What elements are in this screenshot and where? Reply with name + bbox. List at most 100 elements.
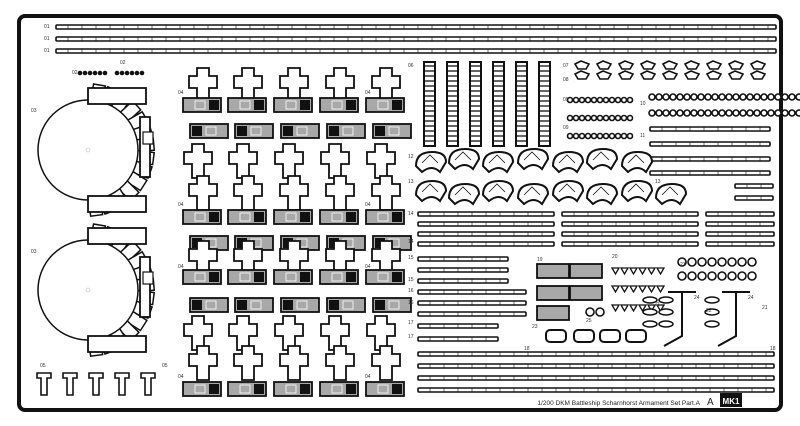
part-11-bar bbox=[734, 195, 774, 201]
part-label: 24 bbox=[694, 295, 700, 301]
part-10-chain bbox=[648, 93, 656, 101]
part-04-block-dark bbox=[392, 272, 402, 282]
part-09-chain bbox=[602, 96, 610, 104]
part-03-gear bbox=[37, 83, 156, 218]
part-label: 17 bbox=[408, 320, 414, 326]
part-04-block-grid bbox=[285, 100, 297, 110]
part-09-chain bbox=[596, 114, 604, 122]
part-12-shield-detail bbox=[627, 154, 645, 164]
part-20-bracket bbox=[619, 285, 630, 294]
part-18-rail bbox=[417, 387, 775, 393]
part-10-chain bbox=[648, 109, 656, 117]
part-letter: A bbox=[707, 397, 714, 408]
part-10-chain bbox=[655, 93, 663, 101]
part-09-chain bbox=[566, 114, 574, 122]
part-04-block-dark bbox=[254, 212, 264, 222]
part-label: 13 bbox=[408, 179, 414, 185]
part-12-shield bbox=[551, 150, 585, 174]
part-04-block-dark bbox=[300, 272, 310, 282]
part-20-bracket bbox=[610, 285, 621, 294]
part-04-block-dark bbox=[237, 126, 247, 136]
part-10-chain bbox=[711, 109, 719, 117]
part-20-bracket bbox=[610, 267, 621, 276]
part-12-shield bbox=[585, 182, 619, 206]
part-09-chain bbox=[614, 132, 622, 140]
part-04-block-grid bbox=[377, 384, 389, 394]
part-label: 19 bbox=[537, 257, 543, 263]
part-label: 15 bbox=[408, 255, 414, 261]
part-21-loop bbox=[677, 257, 687, 267]
part-20-bracket bbox=[628, 267, 639, 276]
part-06-ladder bbox=[423, 61, 436, 147]
part-label: 11 bbox=[640, 133, 645, 139]
part-12-shield-detail bbox=[558, 154, 576, 164]
part-09-chain bbox=[590, 96, 598, 104]
part-09-chain bbox=[578, 114, 586, 122]
part-04-block-grid bbox=[285, 212, 297, 222]
part-21-loop bbox=[697, 257, 707, 267]
part-04-block-dark bbox=[375, 300, 385, 310]
part-label: 02 bbox=[120, 60, 126, 66]
part-04-block-dark bbox=[392, 100, 402, 110]
part-09-chain bbox=[584, 132, 592, 140]
part-04-block-grid bbox=[342, 300, 354, 310]
part-10-chain bbox=[669, 93, 677, 101]
part-12-shield-detail bbox=[558, 183, 576, 193]
part-06-ladder bbox=[538, 61, 551, 147]
part-07-piece bbox=[595, 70, 613, 80]
part-10-chain bbox=[697, 93, 705, 101]
part-21-loop bbox=[687, 257, 697, 267]
part-12-shield bbox=[551, 179, 585, 203]
part-15-rail bbox=[417, 278, 509, 284]
part-10-chain bbox=[753, 109, 761, 117]
part-01-rail bbox=[55, 48, 777, 54]
part-label: 22 bbox=[706, 308, 712, 314]
part-02-bead bbox=[134, 70, 140, 76]
part-07-piece bbox=[573, 70, 591, 80]
part-09-chain bbox=[602, 132, 610, 140]
part-22-oval bbox=[642, 308, 658, 316]
part-12-shield bbox=[585, 147, 619, 171]
part-04-block-grid bbox=[342, 126, 354, 136]
part-03-gear-center bbox=[85, 147, 91, 153]
part-02-bead bbox=[139, 70, 145, 76]
part-12-shield-detail bbox=[488, 154, 506, 164]
part-10-chain bbox=[690, 93, 698, 101]
part-09-chain bbox=[626, 132, 634, 140]
part-label: 05 bbox=[162, 363, 168, 369]
part-label: 04 bbox=[365, 374, 371, 380]
part-03-gear-arm bbox=[87, 195, 147, 213]
part-07-piece bbox=[749, 70, 767, 80]
part-04-block-dark bbox=[254, 100, 264, 110]
part-12-shield bbox=[654, 182, 688, 206]
part-03-gear-bar bbox=[139, 116, 151, 178]
part-04-block-dark bbox=[254, 272, 264, 282]
part-label: 01 bbox=[44, 24, 50, 30]
part-05-tee bbox=[36, 372, 52, 396]
part-04-block-dark bbox=[375, 126, 385, 136]
part-04-block-grid bbox=[239, 100, 251, 110]
part-20-bracket bbox=[655, 267, 666, 276]
part-21-loop bbox=[707, 257, 717, 267]
part-02-bead bbox=[114, 70, 120, 76]
part-label: 14 bbox=[408, 211, 414, 217]
part-label: 04 bbox=[365, 264, 371, 270]
part-04-block-dark bbox=[300, 212, 310, 222]
part-12-shield-detail bbox=[523, 186, 541, 196]
part-12-shield bbox=[620, 179, 654, 203]
part-05-tee bbox=[88, 372, 104, 396]
part-20-bracket bbox=[646, 304, 657, 313]
part-10-chain bbox=[746, 109, 754, 117]
part-04-block-grid bbox=[331, 272, 343, 282]
part-21-loop bbox=[707, 271, 717, 281]
part-label: 03 bbox=[31, 108, 37, 114]
part-04-cross bbox=[279, 345, 309, 381]
part-03-gear-tab bbox=[142, 271, 154, 285]
part-10-chain bbox=[655, 109, 663, 117]
part-03-gear-disc bbox=[37, 239, 139, 341]
part-02-bead bbox=[87, 70, 93, 76]
part-09-chain bbox=[566, 132, 574, 140]
part-10-chain bbox=[725, 109, 733, 117]
part-label: 17 bbox=[408, 334, 414, 340]
